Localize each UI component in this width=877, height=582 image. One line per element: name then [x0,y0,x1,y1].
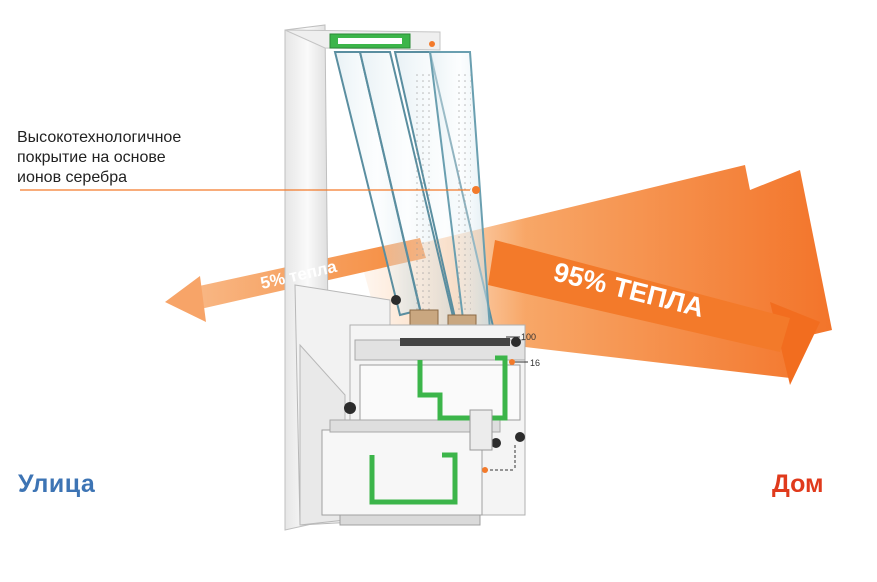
dimension-100-label: 100 [521,332,537,342]
coating-pointer [20,186,480,194]
glass-unit [333,51,497,342]
coating-line-3: ионов серебра [17,169,127,186]
street-label: Улица [18,470,96,498]
coating-line-2: покрытие на основе [17,149,166,166]
coating-description: Высокотехнологичное покрытие на основе и… [17,128,237,188]
profile-section [294,41,528,526]
dimension-16-label: 16 [530,358,541,368]
home-label: Дом [772,470,824,498]
coating-line-1: Высокотехнологичное [17,129,182,146]
